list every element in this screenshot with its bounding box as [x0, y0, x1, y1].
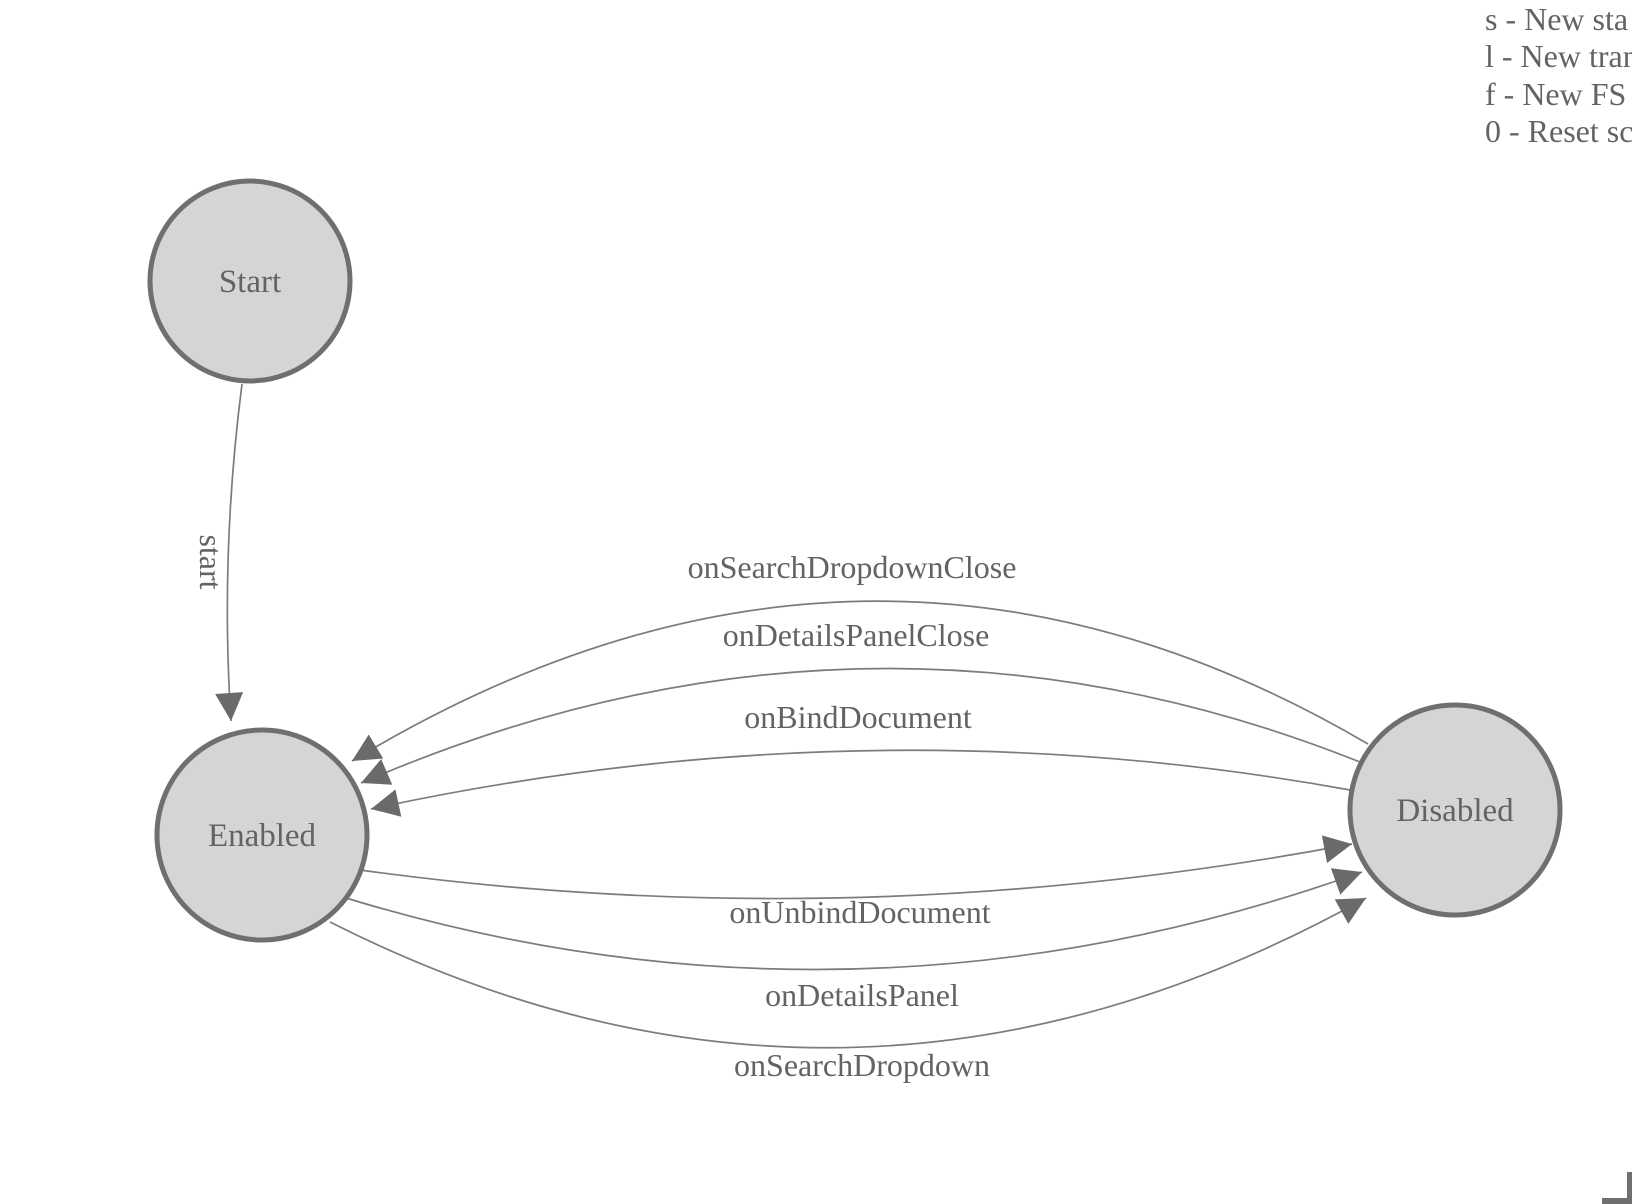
state-label-enabled: Enabled [208, 818, 317, 854]
legend-line-new-fsm: f - New FS [1485, 76, 1626, 112]
transition-edge-onbinddocument[interactable] [370, 749, 1351, 817]
state-label-start: Start [219, 264, 281, 300]
transition-label-onsearchdropdown[interactable]: onSearchDropdown [734, 1047, 990, 1083]
state-label-disabled: Disabled [1396, 793, 1514, 829]
transition-edge-ondetailspanelclose[interactable] [360, 667, 1361, 785]
transition-edge-onsearchdropdownclose[interactable] [351, 600, 1369, 762]
resize-corner-vertical-bar[interactable] [1627, 1172, 1632, 1204]
transition-edge-ondetailspanel[interactable] [345, 868, 1363, 971]
legend: s - New sta l - New tran f - New FS 0 - … [1485, 1, 1632, 149]
state-node-start[interactable]: Start [147, 178, 353, 384]
transition-label-start[interactable]: start [193, 534, 229, 589]
state-circle-disabled[interactable] [1347, 702, 1563, 918]
transition-label-onsearchdropdownclose[interactable]: onSearchDropdownClose [688, 549, 1017, 585]
resize-corner-horizontal-bar[interactable] [1602, 1198, 1632, 1204]
legend-line-new-state: s - New sta [1485, 1, 1628, 37]
resize-corner-handle[interactable] [1602, 1172, 1632, 1204]
transition-label-onunbinddocument[interactable]: onUnbindDocument [729, 894, 990, 930]
transition-edge-onsearchdropdown[interactable] [329, 897, 1367, 1049]
transition-edge-onunbinddocument[interactable] [359, 835, 1353, 900]
legend-line-new-transition: l - New tran [1485, 38, 1632, 74]
transition-label-ondetailspanelclose[interactable]: onDetailsPanelClose [723, 617, 990, 653]
state-node-disabled[interactable]: Disabled [1347, 702, 1563, 918]
state-circle-enabled[interactable] [154, 727, 370, 943]
transition-label-ondetailspanel[interactable]: onDetailsPanel [765, 977, 959, 1013]
transition-edge-start[interactable] [215, 383, 244, 722]
transition-label-onbinddocument[interactable]: onBindDocument [744, 699, 972, 735]
state-circle-start[interactable] [147, 178, 353, 384]
state-node-enabled[interactable]: Enabled [154, 727, 370, 943]
legend-line-reset: 0 - Reset sc [1485, 113, 1632, 149]
